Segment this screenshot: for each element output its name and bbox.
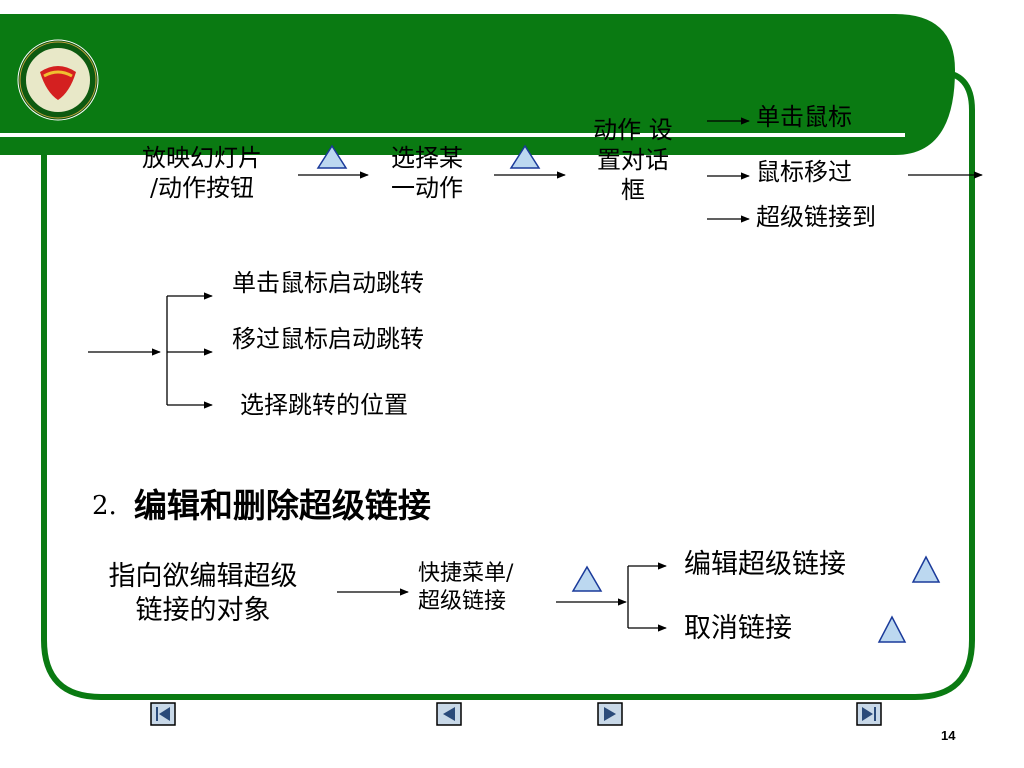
section2-number: 2. bbox=[92, 491, 117, 521]
flow2-item-hover: 移过鼠标启动跳转 bbox=[232, 325, 424, 353]
flow1-step1: 放映幻灯片 /动作按钮 bbox=[122, 143, 282, 203]
previous-slide-icon[interactable] bbox=[436, 702, 462, 726]
triangle-icon bbox=[571, 565, 603, 592]
first-slide-icon[interactable] bbox=[150, 702, 176, 726]
flow2-item-click: 单击鼠标启动跳转 bbox=[232, 269, 424, 297]
section2-heading: 2. 编辑和删除超级链接 bbox=[92, 486, 431, 526]
section2-title: 编辑和删除超级链接 bbox=[133, 486, 431, 525]
flow3-source-line2: 链接的对象 bbox=[135, 595, 271, 626]
flow3-source-line1: 指向欲编辑超级 bbox=[108, 561, 298, 592]
flow3-menu: 快捷菜单/ 超级链接 bbox=[418, 560, 513, 616]
school-emblem-icon bbox=[17, 39, 99, 121]
flow2-item-target: 选择跳转的位置 bbox=[240, 391, 408, 419]
triangle-icon bbox=[316, 144, 348, 169]
flow3-menu-line2: 超级链接 bbox=[418, 589, 507, 614]
flow1-step2-line2: 一动作 bbox=[391, 174, 463, 202]
flow1-step1-line2: /动作按钮 bbox=[149, 174, 255, 202]
flow1-step3-line3: 框 bbox=[621, 176, 645, 204]
page-number: 14 bbox=[941, 728, 956, 743]
flow1-step3-line1: 动作 设 bbox=[593, 116, 673, 144]
flow1-option-click: 单击鼠标 bbox=[756, 103, 852, 131]
flow1-step3: 动作 设 置对话 框 bbox=[578, 115, 688, 205]
header-stripe bbox=[0, 133, 905, 137]
triangle-icon bbox=[911, 555, 941, 583]
flow1-step3-line2: 置对话 bbox=[597, 146, 669, 174]
flow1-option-hyperlink: 超级链接到 bbox=[756, 203, 876, 231]
triangle-icon bbox=[509, 144, 541, 169]
header-banner bbox=[0, 14, 955, 155]
flow1-step1-line1: 放映幻灯片 bbox=[142, 144, 262, 172]
green-frame-border bbox=[41, 69, 975, 700]
flow3-source: 指向欲编辑超级 链接的对象 bbox=[72, 560, 334, 628]
flow1-step2-line1: 选择某 bbox=[391, 144, 463, 172]
flow3-option-remove: 取消链接 bbox=[684, 613, 792, 644]
flow3-menu-line1: 快捷菜单/ bbox=[418, 561, 514, 586]
triangle-icon bbox=[877, 615, 907, 643]
last-slide-icon[interactable] bbox=[856, 702, 882, 726]
flow3-option-edit: 编辑超级链接 bbox=[684, 549, 846, 580]
flow1-step2: 选择某 一动作 bbox=[372, 143, 482, 203]
flow1-option-hover: 鼠标移过 bbox=[756, 158, 852, 186]
next-slide-icon[interactable] bbox=[597, 702, 623, 726]
